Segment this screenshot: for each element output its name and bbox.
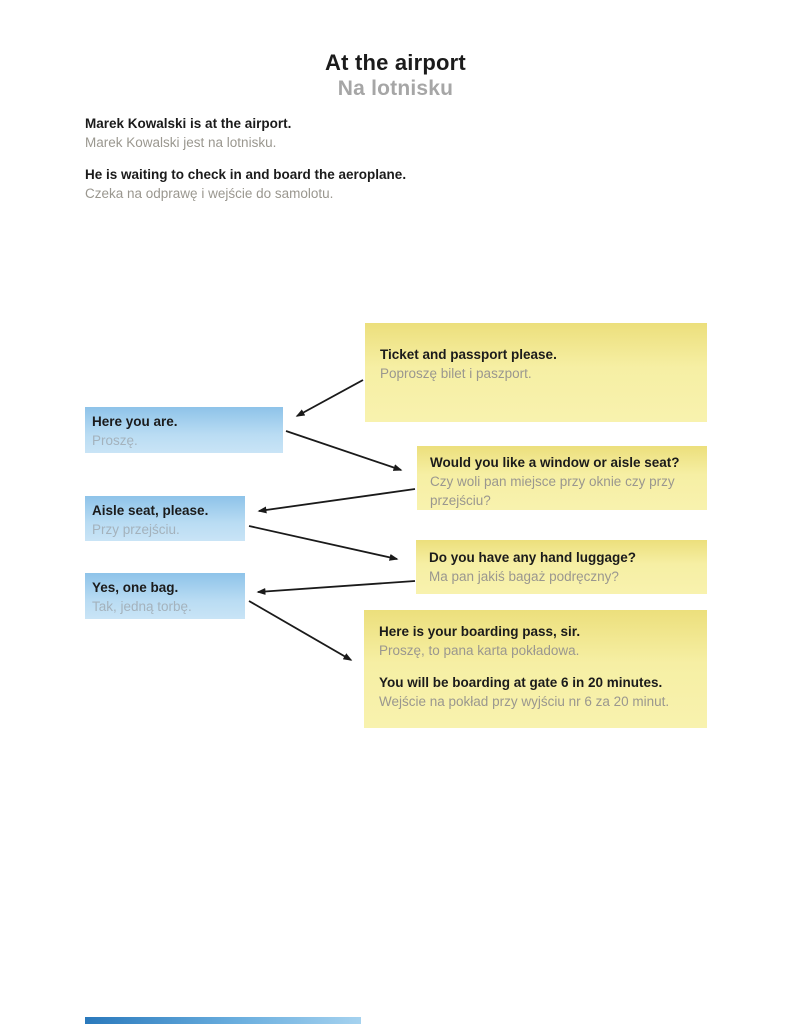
footer-accent-bar (85, 1017, 361, 1024)
arrow-marek2-to-agent3 (248, 525, 399, 561)
dialogue-polish-2: Wejście na pokład przy wyjściu nr 6 za 2… (379, 694, 670, 709)
dialogue-box-agent-3: Do you have any hand luggage? Ma pan jak… (416, 540, 707, 594)
dialogue-polish: Przy przejściu. (92, 522, 180, 537)
dialogue-english: Here is your boarding pass, sir. (379, 624, 581, 639)
dialogue-english: Here you are. (92, 414, 178, 429)
intro-paragraph-1: Marek Kowalski is at the airport. Marek … (85, 114, 291, 152)
stanza-gap (379, 660, 693, 673)
dialogue-polish: Proszę, to pana karta pokładowa. (379, 643, 580, 658)
arrow-agent2-to-marek2 (257, 488, 416, 514)
page-subtitle-polish: Na lotnisku (337, 77, 454, 100)
dialogue-english-2: You will be boarding at gate 6 in 20 min… (379, 675, 663, 690)
dialogue-box-agent-1: Ticket and passport please. Poproszę bil… (365, 323, 707, 422)
dialogue-box-agent-4: Here is your boarding pass, sir. Proszę,… (364, 610, 707, 728)
dialogue-box-marek-1: Here you are. Proszę. (85, 407, 283, 453)
dialogue-box-agent-2: Would you like a window or aisle seat? C… (417, 446, 707, 510)
intro-1-english: Marek Kowalski is at the airport. (85, 116, 292, 131)
intro-2-polish: Czeka na odprawę i wejście do samolotu. (85, 186, 334, 201)
dialogue-polish: Poproszę bilet i paszport. (380, 366, 532, 381)
dialogue-polish: Ma pan jakiś bagaż podręczny? (429, 569, 619, 584)
intro-paragraph-2: He is waiting to check in and board the … (85, 165, 406, 203)
dialogue-polish: Proszę. (92, 433, 138, 448)
intro-1-polish: Marek Kowalski jest na lotnisku. (85, 135, 277, 150)
dialogue-english: Ticket and passport please. (380, 347, 557, 362)
dialogue-box-marek-3: Yes, one bag. Tak, jedną torbę. (85, 573, 245, 619)
dialogue-english: Aisle seat, please. (92, 503, 209, 518)
dialogue-english: Yes, one bag. (92, 580, 179, 595)
intro-2-english: He is waiting to check in and board the … (85, 167, 407, 182)
arrow-marek1-to-agent2 (285, 430, 403, 471)
arrow-agent1-to-marek1 (295, 379, 364, 417)
dialogue-english: Would you like a window or aisle seat? (430, 455, 680, 470)
dialogue-polish: Czy woli pan miejsce przy oknie czy przy… (430, 474, 675, 508)
dialogue-english: Do you have any hand luggage? (429, 550, 637, 565)
page-title: At the airport (325, 50, 466, 75)
arrow-marek3-to-agent4 (248, 600, 353, 661)
dialogue-polish: Tak, jedną torbę. (92, 599, 192, 614)
dialogue-box-marek-2: Aisle seat, please. Przy przejściu. (85, 496, 245, 541)
arrow-agent3-to-marek3 (256, 580, 416, 595)
